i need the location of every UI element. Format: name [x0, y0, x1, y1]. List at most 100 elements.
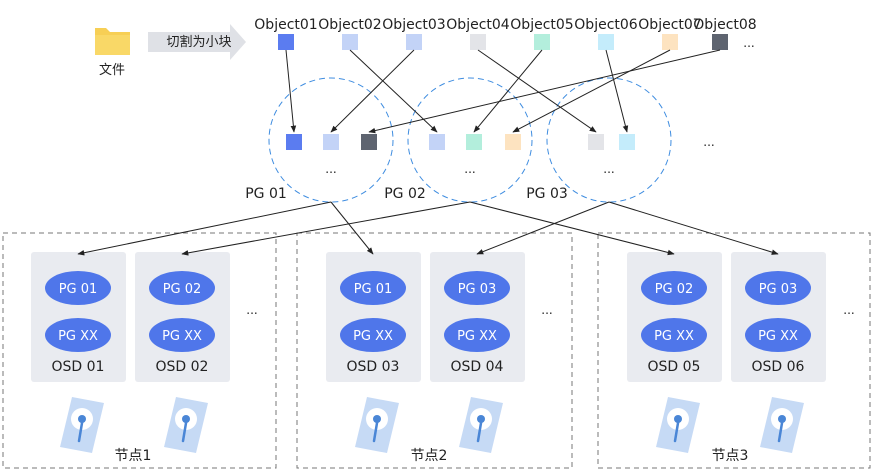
pg-label: PG 03	[526, 186, 568, 202]
pg-pill-label: PG 02	[163, 282, 202, 297]
pg-pill[interactable]	[641, 318, 707, 352]
pg-pill[interactable]	[641, 271, 707, 305]
placement-arrow	[181, 201, 471, 256]
object-block	[598, 34, 614, 50]
osd-label: OSD 01	[52, 359, 105, 375]
pg-block	[466, 134, 482, 150]
disk-spindle	[674, 415, 682, 423]
pg-label: PG 01	[245, 186, 287, 202]
pg-pill[interactable]	[340, 318, 406, 352]
pg-block	[429, 134, 445, 150]
objects-ellipsis: ...	[743, 36, 754, 50]
placement-arrow	[469, 201, 675, 256]
file-label: 文件	[99, 63, 125, 78]
placement-arrow	[77, 201, 332, 256]
pg-pill[interactable]	[149, 318, 215, 352]
pg-ellipsis: ...	[464, 162, 475, 176]
osd-label: OSD 04	[451, 359, 504, 375]
osd-02: PG 02 PG XX OSD 02	[149, 271, 215, 375]
pg-pill-label: PG 01	[354, 282, 393, 297]
placement-arrow	[608, 201, 779, 255]
pg-ellipsis: ...	[325, 162, 336, 176]
pg-pill-label: PG 02	[655, 282, 694, 297]
pg-pill-label: PG XX	[654, 329, 694, 344]
osd-03: PG 01 PG XX OSD 03	[340, 271, 406, 375]
pg-circle	[546, 77, 672, 203]
placement-arrow	[330, 201, 374, 255]
pg-pill[interactable]	[444, 271, 510, 305]
osd-06: PG 03 PG XX OSD 06	[745, 271, 811, 375]
disk-spindle	[182, 415, 190, 423]
object-block	[534, 34, 550, 50]
pg-pill[interactable]	[745, 318, 811, 352]
object-block	[662, 34, 678, 50]
osd-label: OSD 05	[648, 359, 701, 375]
object-label: Object03	[382, 17, 445, 33]
pg-circle	[268, 77, 394, 203]
pg-block	[619, 134, 635, 150]
disk-arm	[777, 421, 784, 443]
disk-arm	[181, 421, 188, 443]
pg-pill[interactable]	[340, 271, 406, 305]
node-2: ... 节点2	[296, 232, 573, 469]
object-label: Object04	[446, 17, 510, 33]
osd-label: OSD 03	[347, 359, 400, 375]
pg-block	[323, 134, 339, 150]
pg-pill[interactable]	[45, 318, 111, 352]
object-block	[342, 34, 358, 50]
pg-pill-label: PG XX	[353, 329, 393, 344]
node-border	[597, 232, 871, 469]
object-block	[712, 34, 728, 50]
mapping-arrow	[330, 49, 415, 133]
disk-spindle	[778, 415, 786, 423]
mapping-arrow	[285, 49, 297, 133]
pg-block	[361, 134, 377, 150]
pg-block	[588, 134, 604, 150]
node-ellipsis: ...	[843, 303, 854, 317]
object-label: Object01	[254, 17, 317, 33]
pg-pill-label: PG XX	[758, 329, 798, 344]
object-block	[406, 34, 422, 50]
node-label: 节点1	[115, 448, 152, 464]
mapping-arrow	[605, 49, 629, 133]
osd-01: PG 01 PG XX OSD 01	[45, 271, 111, 375]
object-label: Object05	[510, 17, 573, 33]
object-block	[470, 34, 486, 50]
node-ellipsis: ...	[246, 303, 257, 317]
pg-pill-label: PG XX	[162, 329, 202, 344]
object-label: Object02	[318, 17, 381, 33]
pg-block	[286, 134, 302, 150]
mapping-arrow	[368, 49, 721, 134]
mapping-arrow	[477, 49, 597, 133]
pg-label: PG 02	[384, 186, 426, 202]
pg-pill[interactable]	[45, 271, 111, 305]
node-ellipsis: ...	[541, 303, 552, 317]
split-arrow	[148, 24, 246, 60]
pg-pill[interactable]	[745, 271, 811, 305]
osd-label: OSD 02	[156, 359, 209, 375]
node-label: 节点2	[411, 448, 448, 464]
osd-05: PG 02 PG XX OSD 05	[641, 271, 707, 375]
pg-circle	[407, 77, 533, 203]
object-label: Object07	[638, 17, 701, 33]
object-label: Object08	[693, 17, 756, 33]
object-block	[278, 34, 294, 50]
disk-arm	[673, 421, 680, 443]
disk-spindle	[78, 415, 86, 423]
disk-arm	[372, 421, 379, 443]
pg-pill[interactable]	[444, 318, 510, 352]
pg-ellipsis: ...	[603, 162, 614, 176]
osd-label: OSD 06	[752, 359, 805, 375]
node-label: 节点3	[712, 448, 749, 464]
placement-arrow	[476, 201, 610, 255]
disk-spindle	[373, 415, 381, 423]
osd-04: PG 03 PG XX OSD 04	[444, 271, 510, 375]
pg-pill[interactable]	[149, 271, 215, 305]
disk-spindle	[477, 415, 485, 423]
disk-arm	[77, 421, 84, 443]
pg-pill-label: PG 03	[759, 282, 798, 297]
pgs-ellipsis: ...	[703, 135, 714, 149]
mapping-arrow	[473, 49, 543, 133]
pg-pill-label: PG XX	[457, 329, 497, 344]
